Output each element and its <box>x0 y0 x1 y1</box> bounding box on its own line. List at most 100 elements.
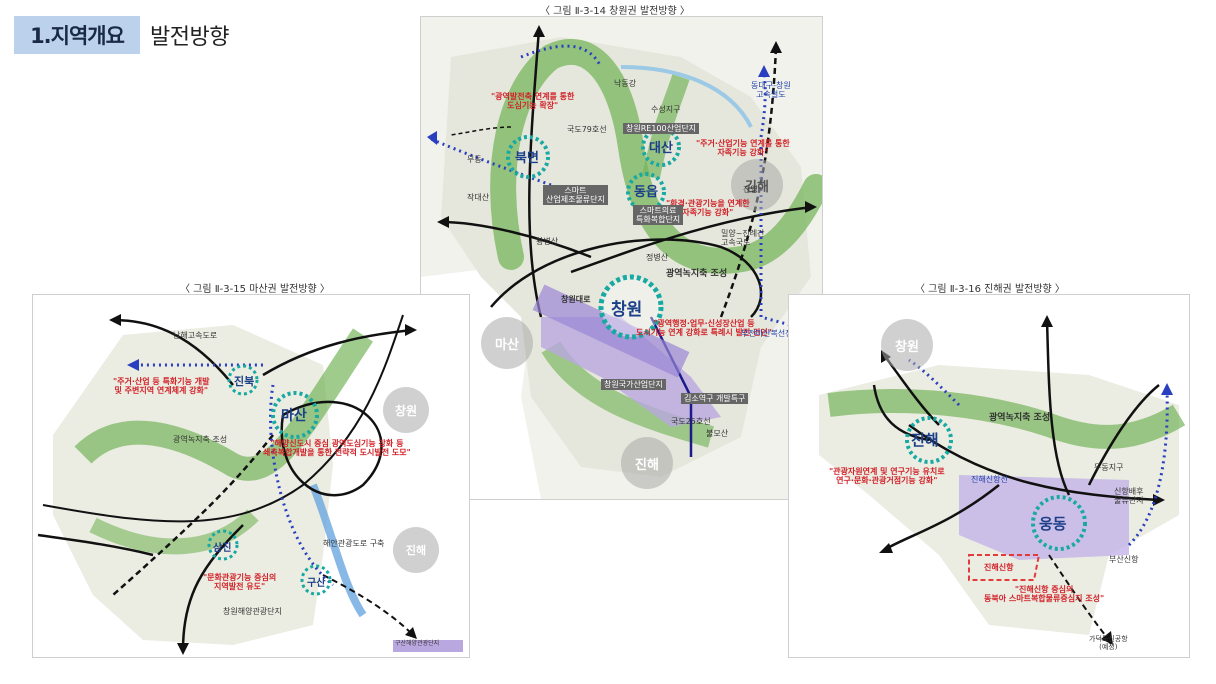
ungdong-ring <box>1031 495 1087 551</box>
bottom-tag-label: 구산해양관광단지 <box>395 640 440 647</box>
newport-zone <box>968 554 1041 581</box>
coast-road-label: 해안관광도로 구축 <box>323 539 385 548</box>
arrowhead <box>879 543 893 553</box>
samjin-label: 삼진 <box>213 543 232 554</box>
arrowhead <box>1041 315 1053 327</box>
arrowhead <box>1101 631 1113 645</box>
logistics-label: 신항배후 물류단지 <box>1114 487 1144 506</box>
land-patches <box>441 37 811 477</box>
greenbelt-arc <box>490 38 822 274</box>
jakdae-label: 작대산 <box>467 193 490 202</box>
bukmyeon-ring <box>506 135 550 179</box>
smart-box: 스마트 산업제조물류단지 <box>543 185 608 206</box>
bukmyeon-note: "광역발전축 연계를 통한 도심기능 확장" <box>491 92 575 111</box>
ring-road <box>490 238 763 318</box>
axis-arrow-south <box>181 524 244 651</box>
gusan-label: 구산 <box>307 578 326 589</box>
expressway-label: 남해고속도로 <box>173 331 218 340</box>
note-1: "주거·산업 등 특화기능 개발 및 주변지역 연계체계 강화" <box>113 377 210 396</box>
right-figure-caption: 〈 그림 Ⅱ-3-16 진해권 발전방향 〉 <box>915 284 1065 295</box>
arrowhead <box>427 131 437 145</box>
axis-arrow-east <box>908 423 1160 502</box>
bottom-tag-box <box>393 640 463 652</box>
busan-line-label: 부전마산복선전철 <box>741 329 800 338</box>
arrowhead <box>533 25 545 37</box>
changwon-ring <box>598 274 664 340</box>
axis-arrow-east <box>570 205 814 274</box>
axis-arrow-nw <box>112 318 234 386</box>
left-figure-caption: 〈 그림 Ⅱ-3-15 마산권 발전방향 〉 <box>180 284 330 295</box>
note-1: "관광자원연계 및 연구기능 유치로 연구·문화·관광거점기능 강화" <box>829 467 945 486</box>
ring-road <box>280 400 383 497</box>
greenbelt-label: 광역녹지축 조성 <box>989 413 1051 423</box>
changwon-map-graphic <box>421 17 822 499</box>
dashed-arrow-south <box>1048 554 1110 641</box>
changwon-map-panel: 김해 진영 마산 진해 북면 대산 동읍 창원 "광역발전축 연계를 통한 도심… <box>420 16 823 500</box>
gimso-box: 김소역구 개발특구 <box>681 393 749 405</box>
jinbuk-ring <box>227 364 259 396</box>
masan-ring <box>271 391 319 439</box>
bottom-box-label: 창원해양관광단지 <box>223 607 282 616</box>
industrial-zone <box>541 317 721 427</box>
re100-box: 창원RE100산업단지 <box>623 123 700 135</box>
dashed-arrow-sw <box>112 434 274 596</box>
dashed-arrow-nw <box>450 126 512 136</box>
industrial-zone <box>959 475 1129 560</box>
rail-label: 동대구-창원 고속철도 <box>751 81 791 100</box>
masan-label: 마산 <box>281 408 307 424</box>
changwon-note: "광역행정·업무·신성장산업 등 도시기능 연계 강화로 특례시 발전 견인" <box>636 319 772 338</box>
route79-label: 국도79호선 <box>567 125 607 134</box>
note-2: "진해신항 중심의 동북아 스마트복합물류중심지 조성" <box>984 585 1105 604</box>
axis-arrow-ne <box>262 328 414 377</box>
expressway <box>42 314 404 523</box>
jinhae-map-graphic <box>789 295 1189 657</box>
daesan-note: "주거·산업기능 연계를 통한 자족기능 강화" <box>696 139 790 158</box>
arrowhead <box>405 627 417 639</box>
jinhae-circle: 진해 <box>621 437 673 489</box>
gimhae-circle: 김해 <box>731 159 783 211</box>
jinbuk-label: 진북 <box>234 375 255 388</box>
ungdong-label: 웅동 <box>1039 515 1067 533</box>
jinhae-label: 진해 <box>911 431 939 449</box>
busan-new-label: 부산신항 <box>1109 555 1139 564</box>
dongeup-note: "환경·관광기능을 연계한 자족기능 강화" <box>666 199 750 218</box>
axis-arrow-sw <box>883 484 1000 552</box>
samjin-ring <box>207 529 239 561</box>
national-industrial-box: 창원국가산업단지 <box>601 379 666 391</box>
arrowhead <box>770 41 782 53</box>
smart-farm-box: 스마트의료 특화복합단지 <box>633 205 684 226</box>
arrowhead <box>1161 383 1173 395</box>
bukmyeon-label: 북면 <box>515 151 539 166</box>
hwangbyeong-label: 황병산 <box>536 237 559 246</box>
dotted-arrow-nw <box>908 358 961 407</box>
changwon-corridor <box>532 284 690 378</box>
changwon-circle: 창원 <box>881 319 933 371</box>
greenbelt-label: 광역녹지축 조성 <box>173 435 228 444</box>
dongeup-ring <box>626 172 666 212</box>
arrowhead <box>405 324 417 336</box>
dotted-arrow-ne <box>1127 389 1169 547</box>
axis-arrow-ne <box>1087 384 1160 486</box>
coast-water <box>309 483 367 618</box>
daesan-label: 대산 <box>649 141 673 156</box>
airport-label: 가덕도신공항 (예정) <box>1089 635 1128 652</box>
changwon-circle: 창원 <box>383 387 429 433</box>
gimhae-sub-label: 진영 <box>743 185 758 194</box>
dotted-rail <box>759 147 817 334</box>
dotted-route <box>269 384 334 587</box>
dongeup-label: 동읍 <box>634 185 658 200</box>
arrowhead <box>109 314 121 326</box>
line-label: 진해신항선 <box>971 475 1008 484</box>
axis-arrow-west <box>37 533 154 557</box>
axis-arrow-north <box>1045 319 1071 496</box>
dujeong-label: 두동지구 <box>1094 463 1124 472</box>
land-mass <box>53 325 333 645</box>
dashed-arrow-se <box>322 574 414 636</box>
mudong-label: 무동 <box>467 155 482 164</box>
greenbelt-label: 광역녹지축 조성 <box>666 269 728 279</box>
note-3: "문화관광기능 중심의 지역발전 유도" <box>203 573 277 592</box>
changwon-label: 창원 <box>611 300 643 320</box>
masan-map-graphic <box>33 295 469 657</box>
arrowhead <box>437 216 449 228</box>
greenbelt-south <box>541 341 715 448</box>
